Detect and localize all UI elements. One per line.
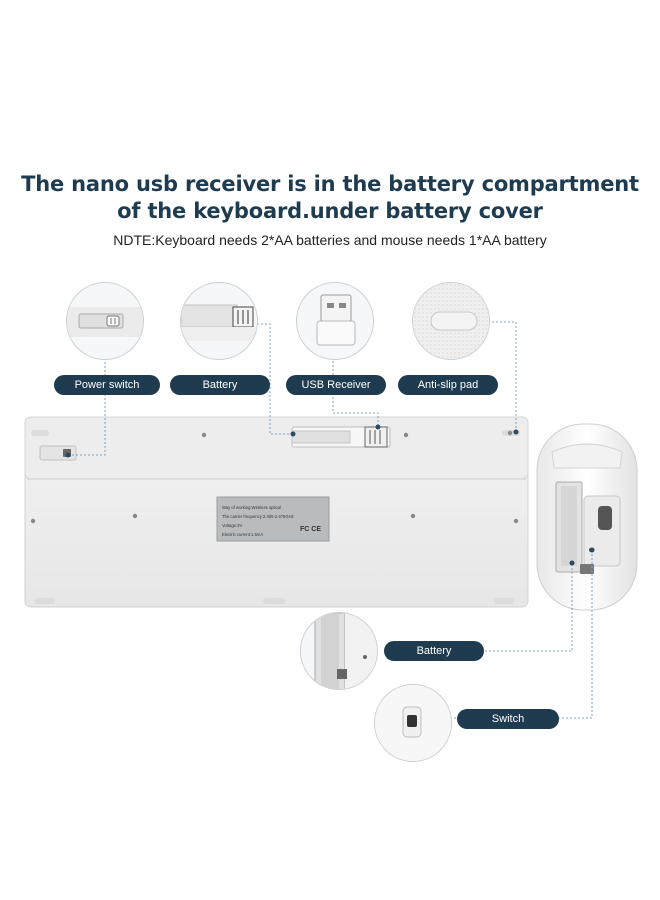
rating-label-cert: FC CE: [300, 526, 321, 533]
rating-label-line-4: Electric current:1.5mA: [222, 532, 263, 537]
detail-circle-battery: [180, 282, 258, 360]
mouse-switch-icon: [375, 685, 451, 761]
power-switch-icon: [67, 307, 143, 337]
battery-icon: [181, 304, 257, 341]
usb-receiver-icon: [316, 294, 356, 346]
detail-circle-usb-receiver: [296, 282, 374, 360]
label-power-switch: Power switch: [54, 375, 160, 395]
connector-dots: [65, 424, 595, 566]
label-anti-slip-pad: Anti-slip pad: [398, 375, 498, 395]
label-switch: Switch: [457, 709, 559, 729]
battery-compartment-icon: [314, 613, 377, 689]
rating-label-line-3: Voltage:3V: [222, 523, 242, 528]
headline-line-1: The nano usb receiver is in the battery …: [21, 172, 639, 196]
label-battery: Battery: [170, 375, 270, 395]
detail-circle-anti-slip-pad: [412, 282, 490, 360]
detail-circle-switch: [374, 684, 452, 762]
label-battery-compartment: Battery compartment: [384, 641, 484, 677]
label-usb-receiver: USB Receiver: [286, 375, 386, 395]
anti-slip-pad-icon: [413, 283, 489, 359]
rating-label-line-1: Way of working:Wireless optical: [222, 505, 281, 510]
mouse-underside: [536, 423, 638, 611]
detail-circle-power-switch: [66, 282, 144, 360]
rating-label-line-2: The carrier frequency:2.405-2.475GHz: [222, 514, 294, 519]
headline-line-2: of the keyboard.under battery cover: [117, 199, 543, 223]
detail-circle-battery-compartment: [300, 612, 378, 690]
battery-note: NDTE:Keyboard needs 2*AA batteries and m…: [113, 232, 547, 248]
keyboard-underside: Way of working:Wireless optical The carr…: [24, 416, 529, 608]
